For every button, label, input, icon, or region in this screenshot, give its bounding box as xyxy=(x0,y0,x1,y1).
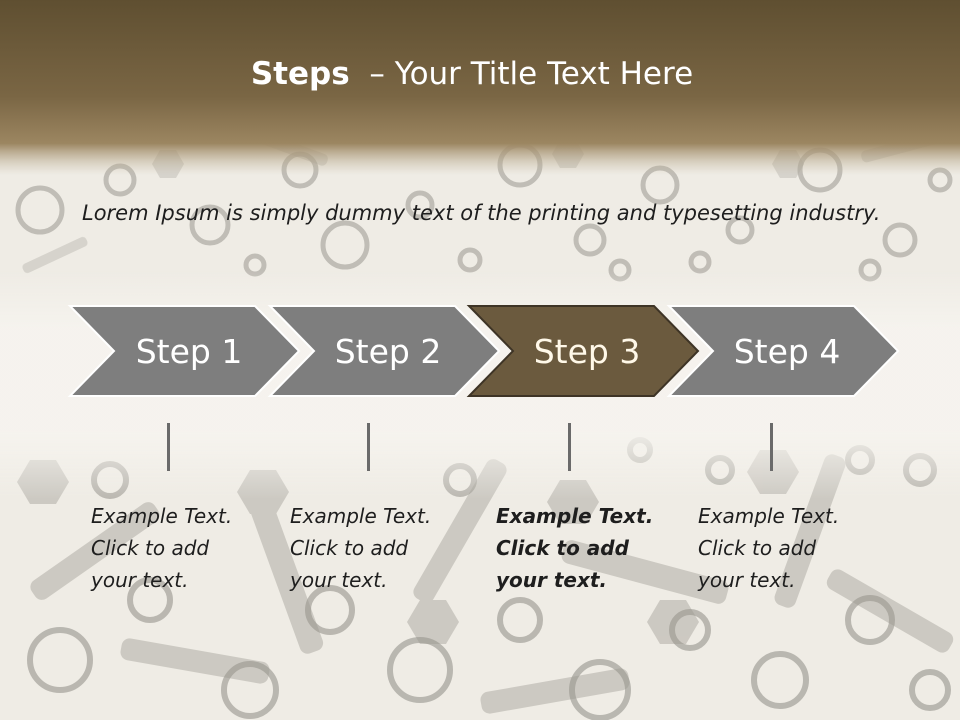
slide-title-rest: – Your Title Text Here xyxy=(369,56,694,92)
note-line: your text. xyxy=(290,568,388,592)
step-1-label: Step 1 xyxy=(136,332,243,371)
step-4-chevron[interactable]: Step 4 xyxy=(666,305,900,397)
step-1-connector xyxy=(167,423,170,471)
step-3-label: Step 3 xyxy=(534,332,641,371)
note-line: Example Text. xyxy=(290,504,432,528)
note-line: Example Text. xyxy=(496,504,654,528)
step-3-shape xyxy=(466,305,700,397)
step-1-chevron[interactable]: Step 1 xyxy=(67,305,301,397)
step-3-note[interactable]: Example Text. Click to add your text. xyxy=(496,500,676,596)
note-line: Click to add xyxy=(91,536,210,560)
step-2-chevron[interactable]: Step 2 xyxy=(267,305,501,397)
step-1-shape xyxy=(67,305,301,397)
note-line: Example Text. xyxy=(698,504,840,528)
note-line: Click to add xyxy=(698,536,817,560)
step-2-connector xyxy=(367,423,370,471)
note-line: your text. xyxy=(91,568,189,592)
note-line: your text. xyxy=(496,568,608,592)
slide-title-strong: Steps xyxy=(250,56,350,92)
intro-text: Lorem Ipsum is simply dummy text of the … xyxy=(82,201,881,225)
step-2-note[interactable]: Example Text. Click to add your text. xyxy=(290,500,470,596)
slide-title: Steps – Your Title Text Here xyxy=(0,52,944,96)
step-1-note[interactable]: Example Text. Click to add your text. xyxy=(91,500,271,596)
step-4-shape xyxy=(666,305,900,397)
step-4-note[interactable]: Example Text. Click to add your text. xyxy=(698,500,878,596)
note-line: Click to add xyxy=(496,536,629,560)
note-line: Click to add xyxy=(290,536,409,560)
step-4-connector xyxy=(770,423,773,471)
note-line: your text. xyxy=(698,568,796,592)
step-3-chevron[interactable]: Step 3 xyxy=(466,305,700,397)
step-2-shape xyxy=(267,305,501,397)
note-line: Example Text. xyxy=(91,504,233,528)
step-4-label: Step 4 xyxy=(734,332,841,371)
step-2-label: Step 2 xyxy=(335,332,442,371)
step-3-connector xyxy=(568,423,571,471)
